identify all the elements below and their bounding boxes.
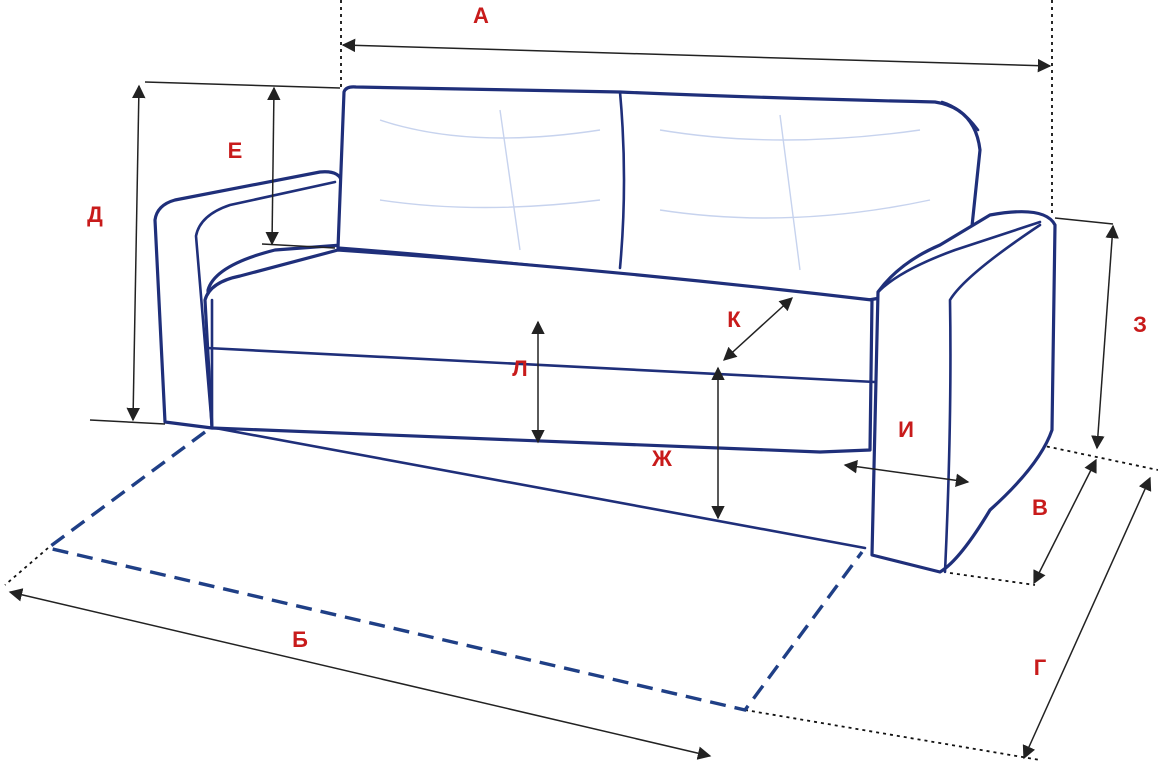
sofa: [153, 85, 1057, 574]
dim-A-arrow: [341, 38, 1052, 73]
extension-lines: [4, 0, 1158, 761]
label-ZH: Ж: [652, 446, 672, 471]
cushion-shading: [379, 109, 931, 271]
dim-E-arrow: [265, 86, 281, 246]
dimension-arrows: [8, 38, 1152, 760]
dim-Z-arrow: [1091, 224, 1119, 450]
label-V: В: [1032, 495, 1048, 520]
dim-G-arrow: [1022, 476, 1152, 760]
label-E: Е: [227, 138, 243, 163]
label-B: Б: [292, 627, 308, 652]
label-G: Г: [1033, 655, 1047, 680]
dim-V-arrow: [1033, 458, 1097, 585]
label-D: Д: [87, 202, 103, 227]
dim-D-arrow: [126, 84, 146, 422]
label-I: И: [898, 417, 914, 442]
label-L: Л: [512, 356, 528, 381]
label-K: К: [727, 307, 741, 332]
label-A: А: [473, 3, 489, 28]
dim-I-arrow: [843, 459, 970, 488]
dim-K-arrow: [723, 297, 793, 361]
label-Z: З: [1133, 312, 1147, 337]
unfolded-bed-outline: [44, 430, 864, 712]
dim-B-arrow: [8, 588, 712, 760]
